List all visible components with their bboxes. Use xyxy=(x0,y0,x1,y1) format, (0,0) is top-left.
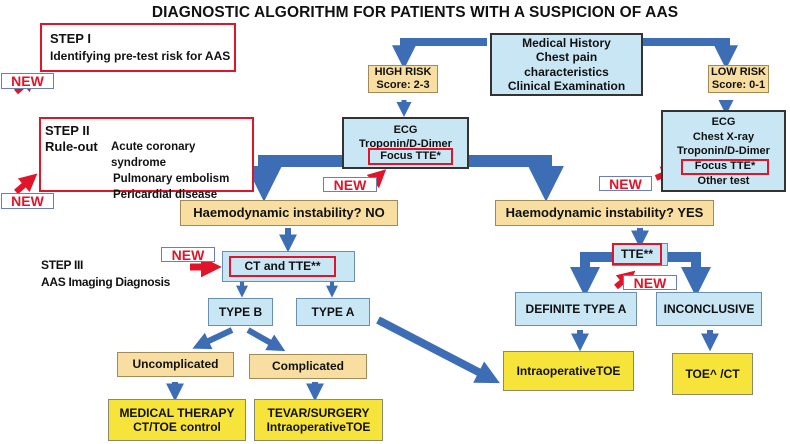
high-focus-tte: Focus TTE* xyxy=(368,148,453,165)
test-item: Troponin/D-Dimer xyxy=(677,145,770,157)
low-risk-score: Score: 0-1 xyxy=(711,79,766,91)
arrow-history-to-low-risk xyxy=(640,38,738,70)
step2-heading: STEP II xyxy=(45,123,90,138)
instability-yes-box: Haemodynamic instability? YES xyxy=(495,200,714,226)
new-tag-ct-tte: NEW xyxy=(161,247,215,263)
inconclusive-box: INCONCLUSIVE xyxy=(656,292,762,326)
toe-ct-box: TOE^ /CT xyxy=(672,353,753,395)
test-item: ECG xyxy=(711,116,736,128)
medical-therapy-box: MEDICAL THERAPY CT/TOE control xyxy=(108,399,246,441)
step2-item: Acute coronary syndrome xyxy=(111,141,196,169)
outcome-line: IntraoperativeTOE xyxy=(266,420,371,434)
test-item: Troponin/D-Dimer xyxy=(359,138,452,150)
complicated-box: Complicated xyxy=(249,354,367,379)
test-item: ECG xyxy=(393,124,418,136)
high-risk-label: HIGH RISK xyxy=(374,65,432,78)
low-risk-tests-box: ECG Chest X-ray Troponin/D-Dimer Other t… xyxy=(661,110,786,192)
medical-history-box: Medical History Chest pain characteristi… xyxy=(490,33,643,96)
step3-label: STEP III AAS Imaging Diagnosis xyxy=(41,257,170,291)
instability-no-box: Haemodynamic instability? NO xyxy=(180,200,398,226)
low-risk-box: LOW RISK Score: 0-1 xyxy=(708,65,769,93)
arrow-type-a-to-intraop-toe xyxy=(376,316,500,384)
low-focus-tte: Focus TTE* xyxy=(681,159,769,175)
arrow-history-to-high-risk xyxy=(392,38,487,70)
intraoperative-toe-box: IntraoperativeTOE xyxy=(503,351,634,391)
arrow-type-b-to-uncomplicated xyxy=(192,327,234,350)
new-tag-tte: NEW xyxy=(623,275,677,291)
new-tag-low-focus: NEW xyxy=(599,176,652,192)
test-item-other: Other test xyxy=(697,174,750,187)
high-risk-box: HIGH RISK Score: 2-3 xyxy=(368,65,438,93)
step2-box: STEP II Rule-out Acute coronary syndrome… xyxy=(39,117,254,201)
arrow-tests-to-instability-no xyxy=(246,155,342,202)
type-b-box: TYPE B xyxy=(208,298,273,326)
diagram-title: DIAGNOSTIC ALGORITHM FOR PATIENTS WITH A… xyxy=(151,4,679,21)
high-risk-tests-box: ECG Troponin/D-Dimer xyxy=(342,117,469,169)
tevar-surgery-box: TEVAR/SURGERY IntraoperativeTOE xyxy=(254,399,383,441)
outcome-line: CT/TOE control xyxy=(133,420,221,434)
high-risk-score: Score: 2-3 xyxy=(376,79,430,91)
tte-label: TTE** xyxy=(612,243,662,265)
step1-box: STEP I Identifying pre-test risk for AAS xyxy=(40,23,236,72)
new-tag-step1: NEW xyxy=(1,73,54,89)
uncomplicated-box: Uncomplicated xyxy=(117,352,234,377)
arrow-tte-to-definite xyxy=(570,252,612,297)
step1-text: Identifying pre-test risk for AAS xyxy=(50,49,231,63)
step2-item: Pulmonary embolism xyxy=(113,173,230,185)
outcome-line: TEVAR/SURGERY xyxy=(267,405,370,420)
step3-heading: STEP III xyxy=(41,258,84,272)
history-line: Chest pain characteristics xyxy=(524,50,609,79)
test-item: Chest X-ray xyxy=(692,130,755,143)
history-line: Medical History xyxy=(522,35,611,50)
step2-item: Pericardial disease xyxy=(113,189,218,201)
history-line: Clinical Examination xyxy=(507,78,626,93)
low-risk-label: LOW RISK xyxy=(711,65,766,78)
arrow-tte-to-inconclusive xyxy=(668,252,711,297)
new-tag-step2: NEW xyxy=(1,193,54,209)
new-tag-high-focus: NEW xyxy=(323,177,377,193)
step3-text: AAS Imaging Diagnosis xyxy=(41,275,171,289)
ct-tte-label: CT and TTE** xyxy=(229,256,336,277)
step2-rule-out-label: Rule-out xyxy=(45,139,98,154)
new-arrow-step2 xyxy=(14,173,38,195)
arrow-tests-to-instability-yes xyxy=(468,155,564,202)
definite-type-a-box: DEFINITE TYPE A xyxy=(515,292,637,326)
type-a-box: TYPE A xyxy=(296,298,370,326)
outcome-line: MEDICAL THERAPY xyxy=(119,405,235,420)
arrow-type-b-to-complicated xyxy=(246,327,286,352)
step1-heading: STEP I xyxy=(50,31,91,46)
